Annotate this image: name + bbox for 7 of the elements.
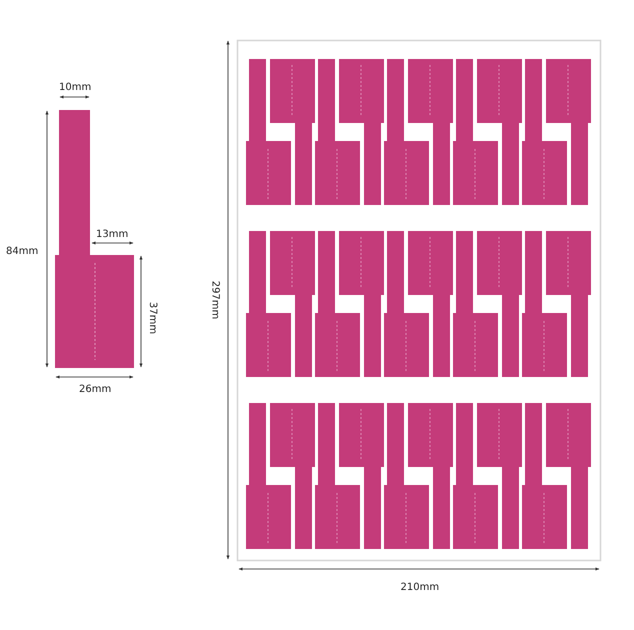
dimension-label: 37mm: [147, 302, 158, 334]
dimension-label: 10mm: [59, 83, 92, 93]
dimension-label: 13mm: [96, 230, 128, 240]
dimension-label: 84mm: [6, 247, 38, 257]
dimension-label: 297mm: [208, 280, 219, 320]
dimension-label: 26mm: [79, 385, 112, 395]
dimension-label: 210mm: [400, 583, 440, 593]
